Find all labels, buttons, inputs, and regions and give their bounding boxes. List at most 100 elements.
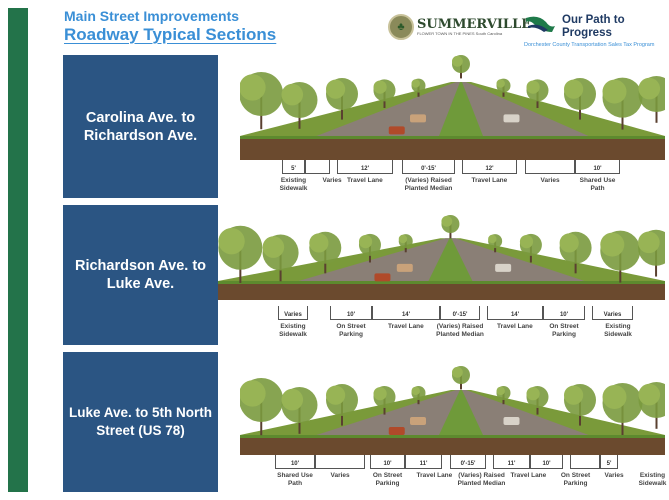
- tree-highlight: [638, 77, 661, 100]
- dimension-value: 10': [543, 306, 585, 320]
- tree-highlight: [496, 386, 505, 396]
- tree-highlight: [526, 387, 540, 401]
- dimension-label: Shared Use Path: [579, 177, 616, 192]
- dimension-label: Varies: [330, 472, 350, 479]
- tree-highlight: [358, 235, 373, 249]
- path-to-progress-icon: [526, 16, 555, 32]
- dimension-value: [315, 455, 365, 469]
- dimension-value: 10': [275, 455, 315, 469]
- dimension-label: Existing Sidewalk: [638, 472, 667, 487]
- dimension-label: Travel Lane: [497, 323, 533, 330]
- tree-highlight: [281, 388, 304, 411]
- dimension-value: Varies: [592, 306, 633, 320]
- dimension-label: Existing Sidewalk: [279, 323, 307, 338]
- car-icon: [396, 263, 413, 272]
- tree-highlight: [240, 380, 266, 407]
- tree-highlight: [326, 79, 346, 99]
- dimension-label: Travel Lane: [416, 472, 453, 479]
- section-label-1: Carolina Ave. to Richardson Ave.: [63, 55, 218, 198]
- dimension-label: Existing Sidewalk: [604, 323, 632, 338]
- dimension-label: On Street Parking: [549, 323, 579, 338]
- dimension-label: Existing Sidewalk: [279, 177, 308, 192]
- street-illustration-2: [218, 215, 665, 300]
- dimension-value: 12': [462, 160, 517, 174]
- tree-highlight: [488, 234, 497, 244]
- dimension-label: Travel Lane: [347, 177, 383, 184]
- tree-highlight: [373, 80, 387, 94]
- car-icon: [503, 417, 520, 425]
- tree-highlight: [398, 234, 408, 244]
- summerville-wordmark: SUMMERVILLE: [417, 17, 532, 32]
- tree-highlight: [240, 74, 266, 101]
- path-subtitle: Dorchester County Transportation Sales T…: [524, 42, 655, 48]
- dimension-value: 11': [493, 455, 530, 469]
- dimension-label: Shared Use Path: [277, 472, 313, 487]
- dimension-label: (Varies) Raised Planted Median: [457, 472, 506, 487]
- dimension-value: 0'-15': [450, 455, 486, 469]
- tree-highlight: [373, 387, 387, 401]
- tree-highlight: [564, 385, 584, 405]
- dimension-value: [305, 160, 330, 174]
- dimension-value: 0'-15': [402, 160, 455, 174]
- tree-highlight: [452, 366, 463, 378]
- dimension-value: 12': [337, 160, 393, 174]
- dimension-label: (Varies) Raised Planted Median: [404, 177, 453, 192]
- street-illustration-3: [240, 366, 665, 455]
- tree-highlight: [411, 79, 420, 88]
- page-subtitle: Main Street Improvements: [64, 8, 240, 24]
- dimension-label: On Street Parking: [372, 472, 403, 487]
- dimension-label: Varies: [322, 177, 342, 184]
- tree-highlight: [452, 55, 463, 67]
- dimension-value: [525, 160, 575, 174]
- green-sidebar-bar: [8, 8, 28, 492]
- dimension-label: Travel Lane: [471, 177, 508, 184]
- tree-highlight: [441, 215, 453, 227]
- tree-highlight: [602, 79, 627, 104]
- page-title: Roadway Typical Sections: [64, 25, 277, 44]
- car-icon: [495, 263, 512, 272]
- car-icon: [410, 114, 426, 123]
- tree-highlight: [600, 232, 625, 257]
- dimension-label: (Varies) Raised Planted Median: [436, 323, 484, 338]
- tree-highlight: [326, 385, 346, 405]
- dimension-value: 10': [575, 160, 620, 174]
- car-icon: [388, 427, 405, 435]
- dimension-value: 14': [487, 306, 543, 320]
- tree-highlight: [218, 227, 245, 255]
- dimension-value: 5': [600, 455, 618, 469]
- summerville-logo: ♣ SUMMERVILLE FLOWER TOWN IN THE PINES S…: [388, 14, 531, 40]
- tree-highlight: [559, 233, 579, 253]
- dimension-value: 0'-15': [440, 306, 480, 320]
- tree-highlight: [411, 386, 420, 396]
- tree-highlight: [564, 79, 584, 99]
- dimension-label: Varies: [540, 177, 560, 184]
- summerville-tagline: FLOWER TOWN IN THE PINES South Carolina: [417, 31, 503, 36]
- car-icon: [503, 114, 520, 123]
- dimension-label: Travel Lane: [510, 472, 547, 479]
- tree-highlight: [526, 80, 540, 94]
- street-illustration-1: [240, 55, 665, 160]
- section-label-3: Luke Ave. to 5th North Street (US 78): [63, 352, 218, 492]
- car-icon: [410, 417, 426, 425]
- dimension-value: Varies: [278, 306, 308, 320]
- tree-seal-icon: ♣: [388, 14, 414, 40]
- tree-highlight: [309, 233, 329, 253]
- tree-highlight: [281, 83, 304, 106]
- dimension-label: On Street Parking: [560, 472, 591, 487]
- tree-highlight: [602, 385, 627, 409]
- dimension-value: 5': [282, 160, 305, 174]
- dimension-label: On Street Parking: [336, 323, 366, 338]
- tree-highlight: [262, 236, 285, 258]
- dimension-value: 10': [530, 455, 563, 469]
- dimension-value: 10': [330, 306, 372, 320]
- car-icon: [374, 273, 391, 282]
- dimension-label: Travel Lane: [388, 323, 424, 330]
- tree-highlight: [638, 383, 661, 406]
- dimension-value: 10': [370, 455, 405, 469]
- car-icon: [388, 126, 405, 135]
- dimension-value: 14': [372, 306, 440, 320]
- path-title: Our Path to Progress: [562, 14, 625, 39]
- tree-highlight: [496, 79, 505, 88]
- path-to-progress-logo: Our Path to Progress Dorchester County T…: [524, 14, 669, 49]
- dimension-value: [570, 455, 600, 469]
